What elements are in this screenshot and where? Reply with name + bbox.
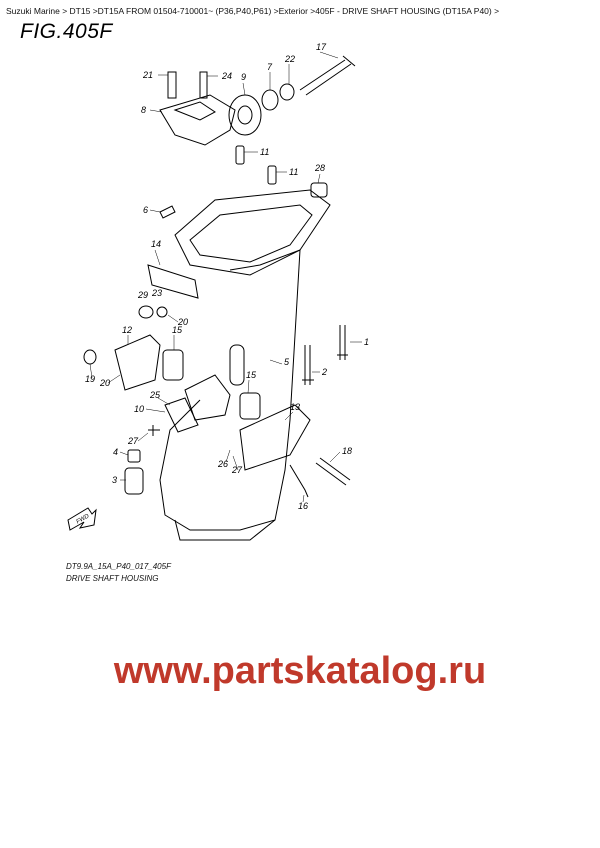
callout-16[interactable]: 16	[298, 501, 308, 511]
callout-21[interactable]: 21	[142, 70, 153, 80]
plug-3-part	[124, 467, 144, 495]
screw-27-part	[148, 425, 160, 436]
callout-6[interactable]: 6	[143, 205, 148, 215]
callout-20b[interactable]: 20	[99, 378, 110, 388]
callout-26[interactable]: 26	[217, 459, 228, 469]
bolt-16-part	[289, 464, 309, 498]
bracket-12-part	[114, 334, 161, 391]
callout-15a[interactable]: 15	[172, 325, 183, 335]
callout-27a[interactable]: 27	[127, 436, 139, 446]
callout-1[interactable]: 1	[364, 337, 369, 347]
callout-20a[interactable]: 20	[177, 317, 188, 327]
callout-12[interactable]: 12	[122, 325, 132, 335]
callout-11a[interactable]: 11	[260, 147, 269, 157]
callout-24[interactable]: 24	[221, 71, 232, 81]
bolt-18-part	[315, 457, 351, 486]
washer-22-part	[279, 83, 295, 101]
callout-23[interactable]: 23	[151, 288, 162, 298]
washer-7-part	[261, 89, 279, 111]
callout-14[interactable]: 14	[151, 239, 161, 249]
callout-2[interactable]: 2	[321, 367, 327, 377]
callout-13[interactable]: 13	[290, 402, 300, 412]
callout-18[interactable]: 18	[342, 446, 352, 456]
callout-29[interactable]: 29	[137, 290, 148, 300]
clamp-bracket-part	[159, 94, 236, 146]
grommet-4-part	[127, 449, 141, 463]
caption-code: DT9.9A_15A_P40_017_405F	[66, 562, 171, 571]
nut-29-part	[138, 305, 154, 319]
mount-25-part	[164, 397, 199, 433]
callout-5[interactable]: 5	[284, 357, 290, 367]
callout-27b[interactable]: 27	[231, 465, 243, 475]
callout-10[interactable]: 10	[134, 404, 144, 414]
plug-28-part	[310, 182, 328, 198]
housing-body	[159, 249, 301, 531]
callout-11b[interactable]: 11	[289, 167, 298, 177]
callout-3[interactable]: 3	[112, 475, 117, 485]
callout-4[interactable]: 4	[113, 447, 118, 457]
callout-22[interactable]: 22	[284, 54, 295, 64]
lower-bracket-13-part	[239, 404, 311, 471]
pin-11a-part	[235, 145, 245, 165]
mount-10-part	[184, 374, 231, 421]
bolt-1-part	[337, 325, 348, 360]
figure-title: FIG.405F	[20, 20, 113, 43]
cushion-15a-part	[162, 349, 184, 381]
callout-17[interactable]: 17	[316, 42, 327, 52]
bolt-24-part	[199, 71, 208, 99]
bolt-2-part	[302, 345, 314, 385]
breadcrumb[interactable]: Suzuki Marine > DT15 >DT15A FROM 01504-7…	[6, 6, 500, 16]
callout-9[interactable]: 9	[241, 72, 246, 82]
bolt-21-part	[167, 71, 177, 99]
callout-19[interactable]: 19	[85, 374, 95, 384]
callout-8[interactable]: 8	[141, 105, 146, 115]
nut-23-part	[156, 306, 168, 318]
long-bolt-17-part	[299, 55, 356, 96]
housing-upper-frame	[174, 189, 331, 276]
bolt-6-part	[159, 205, 176, 219]
fwd-arrow	[67, 507, 97, 531]
callout-15b[interactable]: 15	[246, 370, 257, 380]
gasket-14-part	[147, 264, 199, 299]
callout-28[interactable]: 28	[314, 163, 325, 173]
cushion-15b-part	[239, 392, 261, 420]
caption-name: DRIVE SHAFT HOUSING	[66, 574, 159, 583]
pin-11b-part	[267, 165, 277, 185]
callout-25[interactable]: 25	[149, 390, 161, 400]
nut-19-part	[83, 349, 97, 365]
callout-7[interactable]: 7	[267, 62, 273, 72]
watermark: www.partskatalog.ru	[113, 650, 487, 692]
